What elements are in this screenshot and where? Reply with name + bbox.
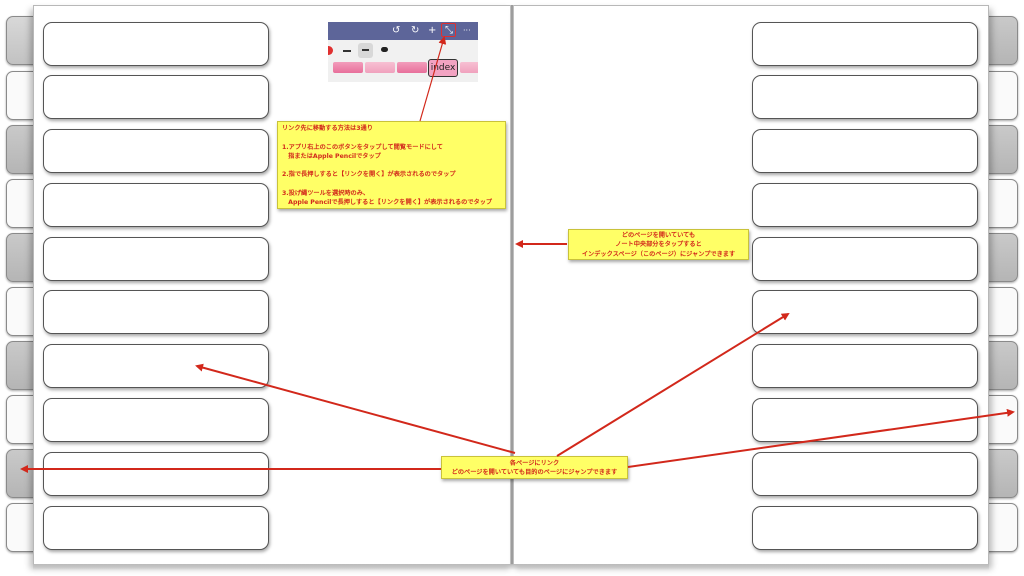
- left-link-box[interactable]: [43, 237, 269, 281]
- note-line: 各ページにリンク: [509, 460, 560, 467]
- page-links-note: 各ページにリンクどのページを開いていても目的のページにジャンプできます: [441, 456, 628, 479]
- app-toolbar: ↺ ↻ + ⤡ ···: [328, 22, 478, 40]
- arrow-to-right-box: [556, 312, 790, 457]
- left-link-box[interactable]: [43, 452, 269, 496]
- page-tab[interactable]: [365, 62, 395, 73]
- note-line: ノート中央部分をタップすると: [615, 241, 702, 249]
- right-index-tab[interactable]: [984, 449, 1018, 498]
- read-mode-icon[interactable]: ⤡: [445, 25, 453, 36]
- left-link-box[interactable]: [43, 129, 269, 173]
- left-link-box[interactable]: [43, 75, 269, 119]
- thick-stroke-option[interactable]: [381, 47, 388, 52]
- left-link-box[interactable]: [43, 398, 269, 442]
- right-link-box[interactable]: [752, 344, 978, 388]
- left-link-box[interactable]: [43, 183, 269, 227]
- pen-color-swatch[interactable]: [328, 46, 333, 55]
- left-link-box[interactable]: [43, 344, 269, 388]
- note-line: インデックスページ（このページ）にジャンプできます: [581, 250, 736, 258]
- page-tab[interactable]: [460, 62, 478, 73]
- page-tab[interactable]: [397, 62, 427, 73]
- more-icon[interactable]: ···: [463, 26, 471, 35]
- pen-toolbar: [328, 40, 478, 62]
- right-link-box[interactable]: [752, 237, 978, 281]
- index-tab[interactable]: index: [428, 59, 458, 77]
- note-line: リンク先に移動する方法は3通り: [282, 125, 373, 132]
- read-mode-button-highlight: [441, 23, 456, 37]
- note-line: どのページを開いていても目的のページにジャンプできます: [451, 469, 618, 477]
- arrow-to-left-box: [195, 363, 516, 454]
- note-line: 1.アプリ右上のこのボタンをタップして閲覧モードにして: [282, 143, 443, 151]
- right-link-box[interactable]: [752, 183, 978, 227]
- notebook-spine[interactable]: [510, 5, 514, 565]
- right-link-box[interactable]: [752, 290, 978, 334]
- link-methods-note: リンク先に移動する方法は3通り 1.アプリ右上のこのボタンをタップして閲覧モード…: [277, 121, 506, 209]
- arrow-to-read-mode-button: [419, 36, 447, 122]
- left-link-box[interactable]: [43, 290, 269, 334]
- right-link-box[interactable]: [752, 75, 978, 119]
- left-link-box[interactable]: [43, 506, 269, 550]
- right-index-tab[interactable]: [984, 341, 1018, 390]
- arrow-to-right-tab: [627, 408, 1015, 468]
- note-line: 3.投げ縄ツールを選択時のみ、: [282, 190, 370, 198]
- right-link-box[interactable]: [752, 398, 978, 442]
- thin-stroke-option[interactable]: [343, 50, 351, 52]
- note-line: どのページを開いていても: [621, 232, 696, 239]
- page-stack-shadow: [33, 564, 989, 570]
- right-link-box[interactable]: [752, 22, 978, 66]
- add-icon[interactable]: +: [428, 25, 437, 36]
- note-line: Apple Pencilで長押しすると【リンクを開く】が表示されるのでタップ: [282, 199, 493, 207]
- redo-icon[interactable]: ↻: [411, 25, 420, 36]
- note-line: 指またはApple Pencilでタップ: [282, 152, 381, 160]
- right-link-box[interactable]: [752, 506, 978, 550]
- left-link-box[interactable]: [43, 22, 269, 66]
- center-tap-note: どのページを開いていてもノート中央部分をタップするとインデックスページ（このペー…: [568, 229, 749, 260]
- undo-icon[interactable]: ↺: [392, 25, 401, 36]
- note-line: 2.指で長押しすると【リンクを開く】が表示されるのでタップ: [282, 171, 456, 179]
- right-link-box[interactable]: [752, 452, 978, 496]
- right-link-box[interactable]: [752, 129, 978, 173]
- medium-stroke-option[interactable]: [358, 43, 373, 58]
- page-tab[interactable]: [333, 62, 363, 73]
- right-index-tab[interactable]: [984, 503, 1018, 552]
